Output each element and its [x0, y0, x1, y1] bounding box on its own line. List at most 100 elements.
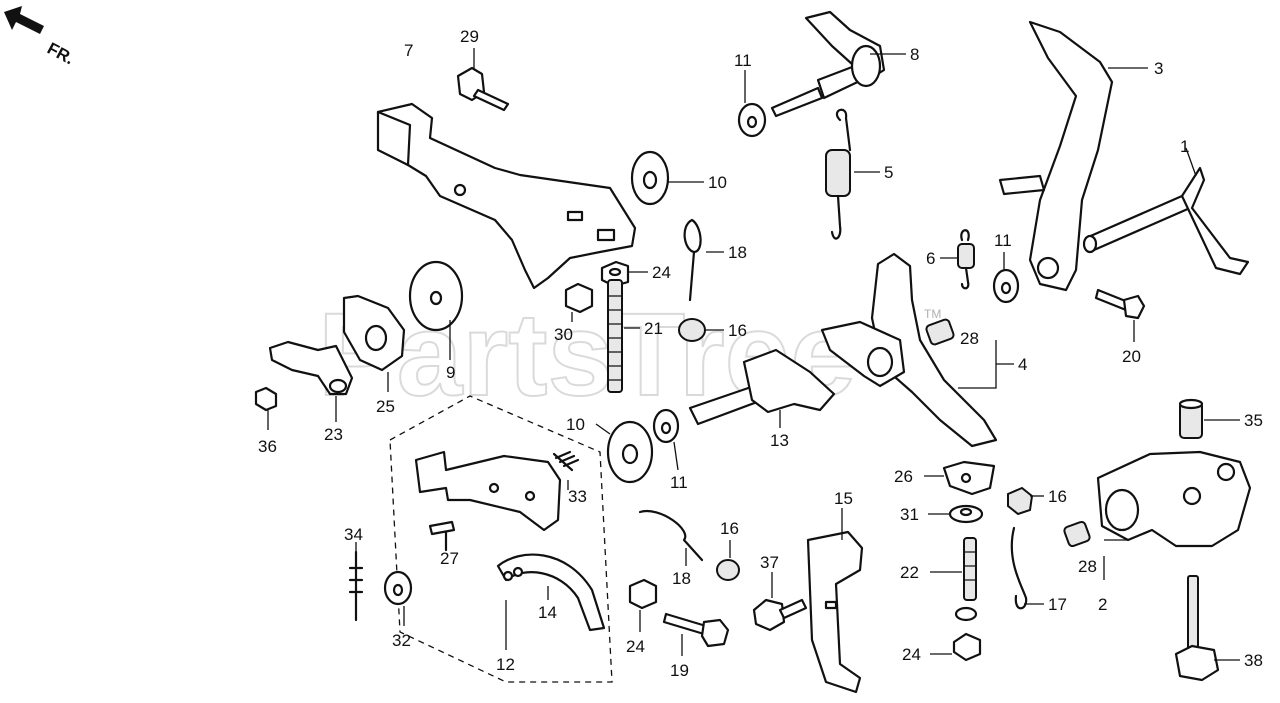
callout-2: 2 [1098, 595, 1107, 614]
callout-30: 30 [554, 325, 573, 344]
callout-11-lower: 11 [670, 473, 688, 492]
part-11-washer-lower [652, 408, 680, 444]
callout-29: 29 [460, 27, 479, 46]
callout-35: 35 [1244, 411, 1263, 430]
part-12-lever [414, 450, 562, 532]
watermark-trademark: TM [924, 307, 941, 321]
callout-10-lower: 10 [566, 415, 585, 434]
part-35-bushing [1178, 398, 1204, 439]
callout-13: 13 [770, 431, 789, 450]
callout-24-lower-left: 24 [626, 637, 645, 656]
callout-19: 19 [670, 661, 689, 680]
callout-16-right: 16 [1048, 487, 1067, 506]
callout-7: 7 [404, 41, 413, 60]
callout-1: 1 [1180, 137, 1189, 156]
part-25-cam [342, 294, 406, 372]
part-24-nut-lower-left [628, 578, 658, 610]
part-36-small-nut [254, 386, 278, 412]
callout-17: 17 [1048, 595, 1067, 614]
part-13-shaft [688, 348, 836, 426]
callout-27: 27 [440, 549, 459, 568]
callout-37: 37 [760, 553, 779, 572]
callout-11-right: 11 [994, 231, 1012, 250]
callout-9: 9 [446, 363, 455, 382]
part-18-clip-upper [683, 218, 702, 302]
part-8-shaft-arm [770, 10, 886, 118]
part-14-arc-segment [496, 553, 606, 632]
part-6-small-spring [957, 229, 975, 290]
callout-28-right: 28 [1078, 557, 1097, 576]
part-3-long-lever [998, 20, 1114, 292]
callout-34: 34 [344, 525, 363, 544]
part-31-nut [948, 504, 984, 524]
part-30-nut [564, 282, 594, 314]
callout-22: 22 [900, 563, 919, 582]
callout-24-lower-right: 24 [902, 645, 921, 664]
part-5-spring [825, 108, 852, 240]
callout-31: 31 [900, 505, 919, 524]
part-21-threaded-rod [607, 279, 623, 393]
part-7-control-plate [376, 102, 637, 290]
part-9-disc [408, 260, 464, 332]
part-24-nut-lower-right [952, 606, 982, 662]
callout-6: 6 [926, 249, 935, 268]
callout-26: 26 [894, 467, 913, 486]
part-37-bolt [752, 598, 808, 632]
part-20-screw [1094, 288, 1146, 320]
part-38-bolt [1174, 575, 1220, 682]
part-19-bolt [662, 612, 730, 648]
part-1-rod-lever [1082, 166, 1250, 276]
part-16-bushing-right [1007, 486, 1034, 516]
callout-12: 12 [496, 655, 515, 674]
part-16-bushing-upper [678, 318, 706, 342]
part-23-fitting [268, 340, 354, 396]
part-11-washer-right [992, 268, 1020, 304]
callout-14: 14 [538, 603, 557, 622]
callout-10-upper: 10 [708, 173, 727, 192]
part-26-small-plate [942, 460, 996, 496]
part-33-spring [552, 450, 580, 472]
callout-24-upper: 24 [652, 263, 671, 282]
callout-16-upper: 16 [728, 321, 747, 340]
callout-21: 21 [644, 319, 663, 338]
part-27-pin [428, 520, 456, 552]
callout-32: 32 [392, 631, 411, 650]
callout-18-upper: 18 [728, 243, 747, 262]
part-29-bolt [456, 66, 510, 112]
callout-4: 4 [1018, 355, 1027, 374]
part-28-bushing-upper [925, 318, 955, 346]
part-22-stud [963, 537, 977, 601]
callout-28-upper: 28 [960, 329, 979, 348]
part-28-bushing-right [1063, 520, 1091, 548]
front-direction-label: FR. [44, 39, 77, 69]
part-34-pin [348, 550, 364, 622]
part-15-plate [806, 530, 864, 694]
part-10-disc-upper [630, 150, 670, 206]
part-10-disc-lower [606, 420, 654, 484]
callout-18-lower: 18 [672, 569, 691, 588]
callout-36: 36 [258, 437, 277, 456]
callout-25: 25 [376, 397, 395, 416]
part-11-washer-top [737, 102, 767, 138]
front-direction-arrow-icon [4, 6, 44, 34]
callout-33: 33 [568, 487, 587, 506]
part-2-bracket [1096, 450, 1252, 548]
callout-38: 38 [1244, 651, 1263, 670]
part-16-bushing-lower [716, 559, 740, 581]
callout-23: 23 [324, 425, 343, 444]
callout-5: 5 [884, 163, 893, 182]
callout-16-lower: 16 [720, 519, 739, 538]
callout-3: 3 [1154, 59, 1163, 78]
part-4-lever-plate [820, 252, 998, 448]
callout-20: 20 [1122, 347, 1141, 366]
callout-11-top: 11 [734, 51, 752, 70]
callout-8: 8 [910, 45, 919, 64]
part-18-clip-lower [638, 509, 704, 562]
callout-labels: 1 2 3 4 5 6 7 8 9 10 10 11 11 11 12 13 1… [258, 27, 1263, 680]
part-32-washer [383, 570, 413, 606]
part-17-clip [1010, 526, 1028, 610]
part-12-assembly-boundary [389, 395, 613, 683]
callout-15: 15 [834, 489, 853, 508]
